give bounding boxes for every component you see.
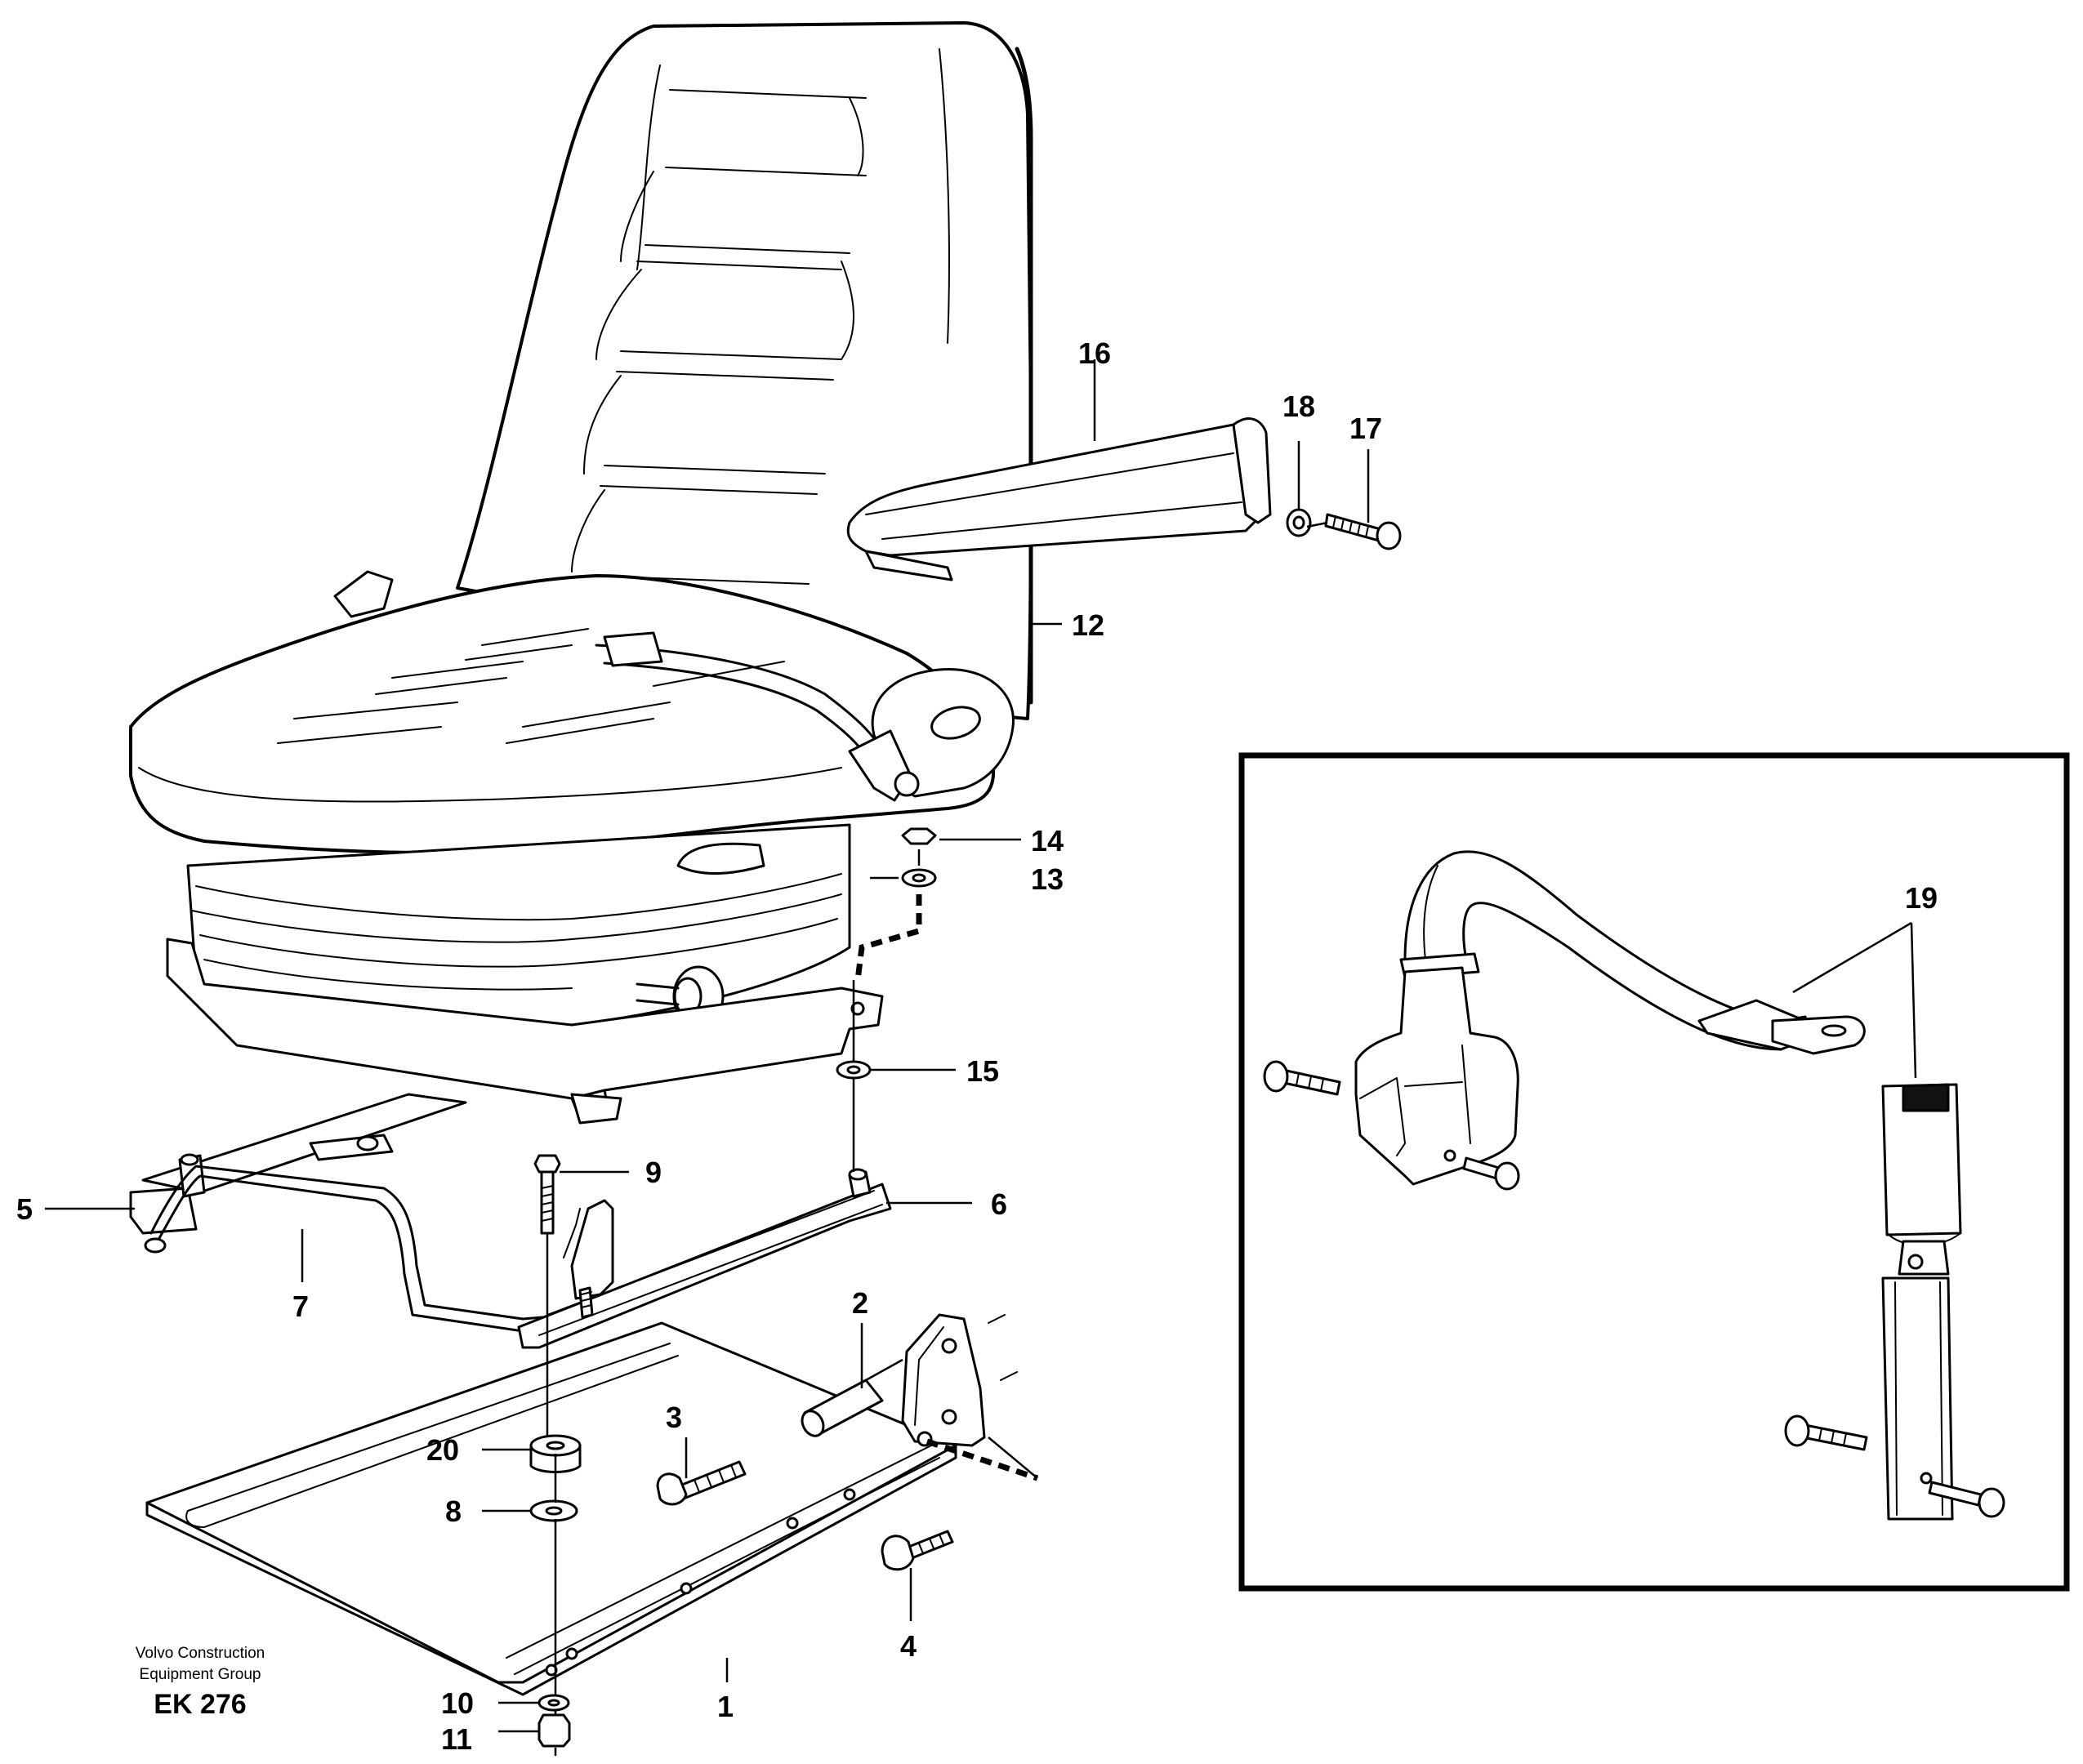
callout-6: 6 xyxy=(991,1187,1007,1221)
callout-17: 17 xyxy=(1349,412,1382,445)
right-rail xyxy=(517,1183,892,1349)
callout-10: 10 xyxy=(441,1686,474,1720)
seat-base-frame xyxy=(166,938,884,1120)
callout-5: 5 xyxy=(16,1192,33,1226)
nut-14 xyxy=(901,827,937,845)
assembly-lines xyxy=(546,521,1328,1756)
bolt-4 xyxy=(881,1530,954,1571)
seat-drawing xyxy=(129,21,1033,1125)
credit-line-1: Volvo Construction xyxy=(136,1645,265,1662)
slide-rails xyxy=(129,1093,892,1349)
bolt-9 xyxy=(533,1154,561,1235)
callout-4: 4 xyxy=(900,1629,917,1663)
callout-8: 8 xyxy=(445,1494,462,1528)
armrest xyxy=(846,417,1402,581)
callout-11: 11 xyxy=(441,1722,472,1756)
callout-16: 16 xyxy=(1078,336,1111,370)
figure-code: EK 276 xyxy=(154,1689,246,1720)
callout-2: 2 xyxy=(852,1286,868,1320)
callout-12: 12 xyxy=(1072,608,1104,642)
bolt-3 xyxy=(656,1460,747,1506)
callout-18: 18 xyxy=(1282,390,1315,423)
leader-lines xyxy=(45,359,1370,1733)
nut-11 xyxy=(537,1713,571,1748)
callout-14: 14 xyxy=(1031,824,1064,858)
floor-plate xyxy=(145,1313,1018,1696)
buckle xyxy=(1881,1083,1962,1521)
credit-line-2: Equipment Group xyxy=(140,1666,261,1683)
callout-9: 9 xyxy=(645,1156,662,1189)
callout-20: 20 xyxy=(426,1433,459,1467)
callout-15: 15 xyxy=(966,1054,999,1088)
callout-19: 19 xyxy=(1905,881,1938,915)
callout-3: 3 xyxy=(666,1401,682,1434)
screw-17 xyxy=(1324,513,1402,550)
publisher-credit: Volvo Construction Equipment Group EK 27… xyxy=(136,1645,265,1720)
seat-belt-inset xyxy=(1238,752,2070,1592)
callout-7: 7 xyxy=(292,1290,309,1323)
pin-2 xyxy=(801,1379,884,1437)
callout-13: 13 xyxy=(1031,862,1064,896)
callout-labels: 1 2 3 4 5 6 7 8 9 10 11 12 13 14 15 16 1… xyxy=(16,336,1938,1756)
fasteners xyxy=(529,827,954,1748)
callout-1: 1 xyxy=(717,1690,734,1723)
